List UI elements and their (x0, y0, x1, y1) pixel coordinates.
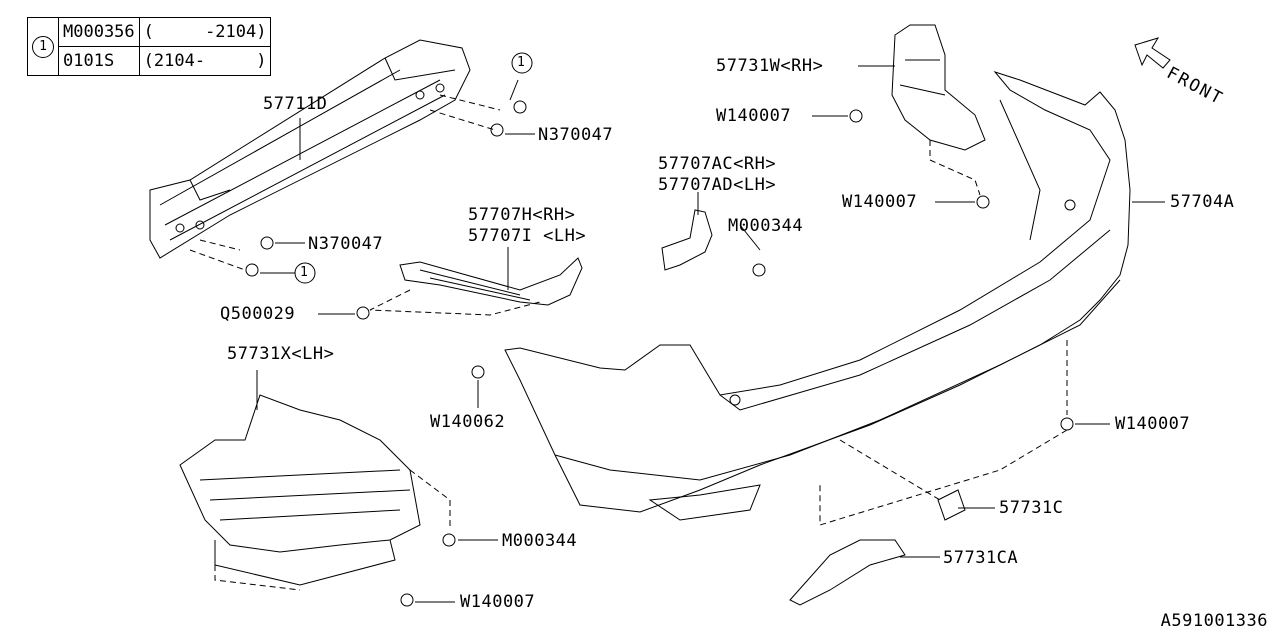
label-57707I: 57707I <LH> (468, 226, 587, 246)
label-W140062: W140062 (430, 412, 506, 432)
fasteners (245, 100, 1074, 607)
table-range-cell: ( -2104) (138, 17, 272, 47)
table-marker-cell: 1 (27, 17, 59, 76)
label-57707AC: 57707AC<RH> (658, 154, 777, 174)
label-W140007-d: W140007 (460, 592, 536, 612)
label-W140007-b: W140007 (842, 192, 918, 212)
leader-lines (256, 65, 1165, 603)
bracket-57731W (891, 24, 986, 151)
side-bracket-57707H (399, 257, 583, 306)
label-57731CA: 57731CA (943, 548, 1019, 568)
table-part-cell: M000356 (58, 17, 140, 47)
label-Q500029: Q500029 (220, 304, 296, 324)
side-bracket-57707AC (661, 209, 713, 271)
label-57731W: 57731W<RH> (716, 56, 824, 76)
garnish-57731CA (789, 539, 906, 606)
label-57731X: 57731X<LH> (227, 344, 335, 364)
callout-marker-lower: 1 (300, 265, 309, 280)
undercover-57731X (179, 394, 421, 586)
label-W140007-c: W140007 (1115, 414, 1191, 434)
table-range-cell: (2104- ) (138, 46, 272, 76)
label-W140007-a: W140007 (716, 106, 792, 126)
cap-57731C (937, 489, 966, 521)
callout-marker-upper: 1 (517, 55, 526, 70)
dashed-guides (189, 94, 1068, 591)
supersession-table: 1 M000356 ( -2104) 0101S (2104- ) (27, 17, 272, 76)
label-57707H: 57707H<RH> (468, 205, 576, 225)
label-N370047-upper: N370047 (538, 125, 614, 145)
drawing-reference: A591001336 (1160, 611, 1268, 631)
label-M000344-lower: M000344 (502, 531, 578, 551)
front-arrow-icon (1134, 37, 1171, 69)
label-N370047-lower: N370047 (308, 234, 384, 254)
table-part-cell: 0101S (58, 46, 140, 76)
label-M000344-upper: M000344 (728, 216, 804, 236)
marker-circle: 1 (32, 36, 54, 58)
bumper-cover-57704A (504, 71, 1131, 521)
label-57731C: 57731C (999, 498, 1064, 518)
label-57704A: 57704A (1170, 192, 1235, 212)
label-57711D: 57711D (263, 94, 328, 114)
label-57707AD: 57707AD<LH> (658, 175, 777, 195)
reinforcement-beam-57711D (149, 39, 471, 259)
